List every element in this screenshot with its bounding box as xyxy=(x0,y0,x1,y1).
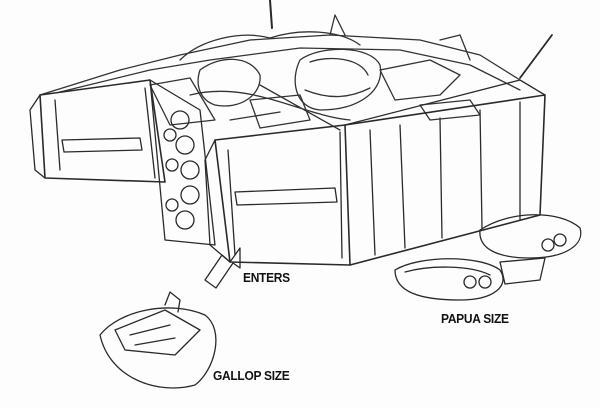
antenna-rear xyxy=(519,34,553,79)
gallop-size-label: GALLOP SIZE xyxy=(213,368,290,383)
vehicle-roof xyxy=(39,14,546,131)
vehicle-front-block xyxy=(204,124,351,266)
vehicle-wheels xyxy=(149,79,216,246)
enters-arrow-icon xyxy=(204,247,241,289)
vehicle-left-block xyxy=(29,79,166,183)
antenna xyxy=(269,0,273,29)
papua-vehicles xyxy=(394,214,582,301)
enters-label: ENTERS xyxy=(243,270,290,285)
vehicle-side xyxy=(344,79,546,266)
gallop-vehicle xyxy=(99,291,217,389)
papua-size-label: PAPUA SIZE xyxy=(441,311,509,326)
